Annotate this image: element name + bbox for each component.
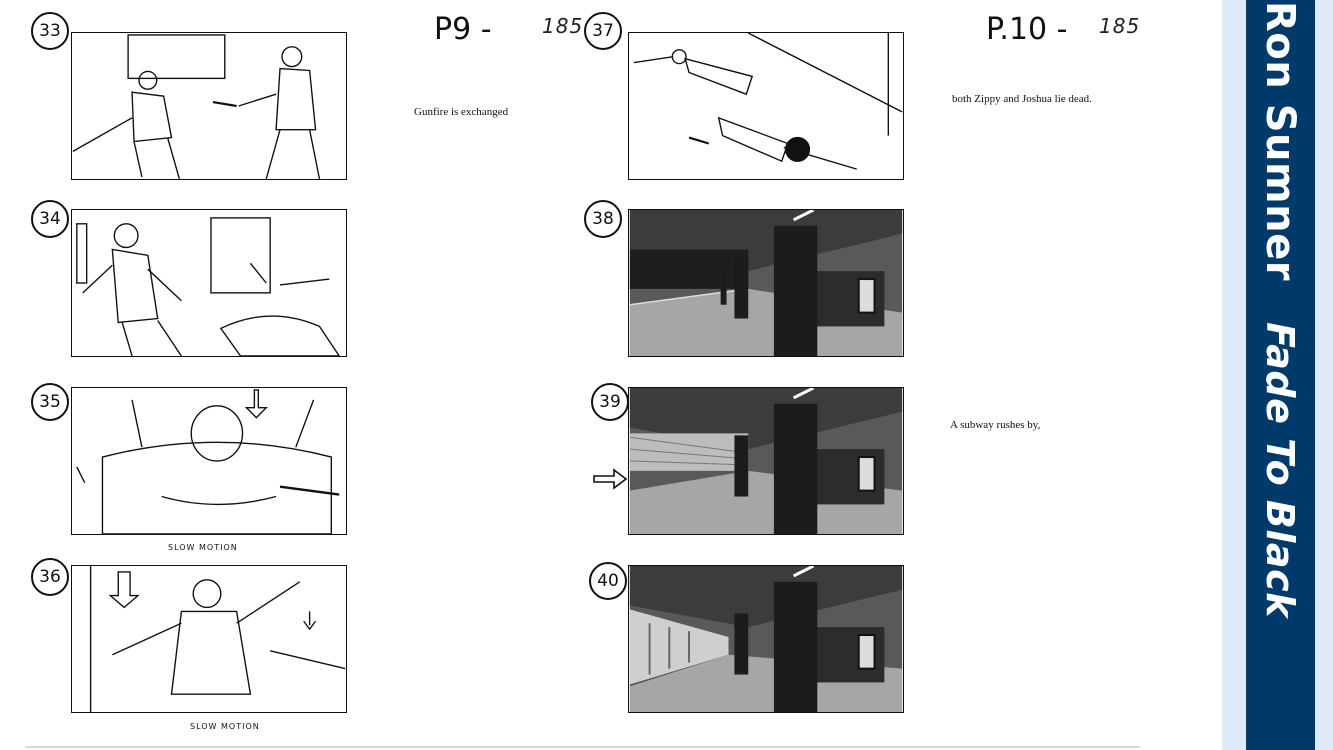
shot-number-40: 40 — [589, 562, 627, 600]
storyboard-panel-36 — [71, 565, 347, 713]
storyboard-panel-35 — [71, 387, 347, 535]
bottom-rule — [25, 746, 1140, 748]
shot-number-34: 34 — [31, 200, 69, 238]
panel-40-drawing — [629, 566, 903, 712]
shot-number-38: 38 — [584, 200, 622, 238]
shot-37-caption: both Zippy and Joshua lie dead. — [952, 93, 1092, 105]
panel-35-drawing — [76, 389, 340, 534]
panel-38-drawing — [629, 210, 903, 356]
shot-36-note: SLOW MOTION — [190, 722, 260, 731]
shot-number-37: 37 — [584, 12, 622, 50]
shot-39-caption: A subway rushes by, — [950, 419, 1041, 431]
panel-34-drawing — [76, 217, 341, 356]
panel-39-drawing — [629, 388, 903, 534]
film-title: Fade To Black — [1258, 322, 1302, 618]
author-name: Ron Sumner — [1257, 1, 1303, 281]
storyboard-panel-40 — [628, 565, 904, 713]
sidebar-band — [1246, 0, 1315, 750]
page-count-right: 185 — [1099, 14, 1141, 38]
page-count-left: 185 — [542, 14, 584, 38]
shot-number-35: 35 — [31, 383, 69, 421]
panel-33-drawing — [72, 34, 321, 179]
storyboard-panel-37 — [628, 32, 904, 180]
storyboard-panel-34 — [71, 209, 347, 357]
page-label-right: P.10 - — [986, 12, 1068, 47]
storyboard-panel-38 — [628, 209, 904, 357]
storyboard-panel-39 — [628, 387, 904, 535]
shot-number-36: 36 — [31, 558, 69, 596]
storyboard-panel-33 — [71, 32, 347, 180]
shot-35-note: SLOW MOTION — [168, 543, 238, 552]
shot-33-caption: Gunfire is exchanged — [414, 106, 509, 118]
shot-number-33: 33 — [31, 12, 69, 50]
panel-36-drawing — [89, 566, 346, 712]
shot-number-39: 39 — [591, 383, 629, 421]
page-label-left: P9 - — [434, 12, 492, 47]
panel-37-drawing — [633, 33, 903, 170]
motion-arrow-icon — [593, 468, 628, 490]
